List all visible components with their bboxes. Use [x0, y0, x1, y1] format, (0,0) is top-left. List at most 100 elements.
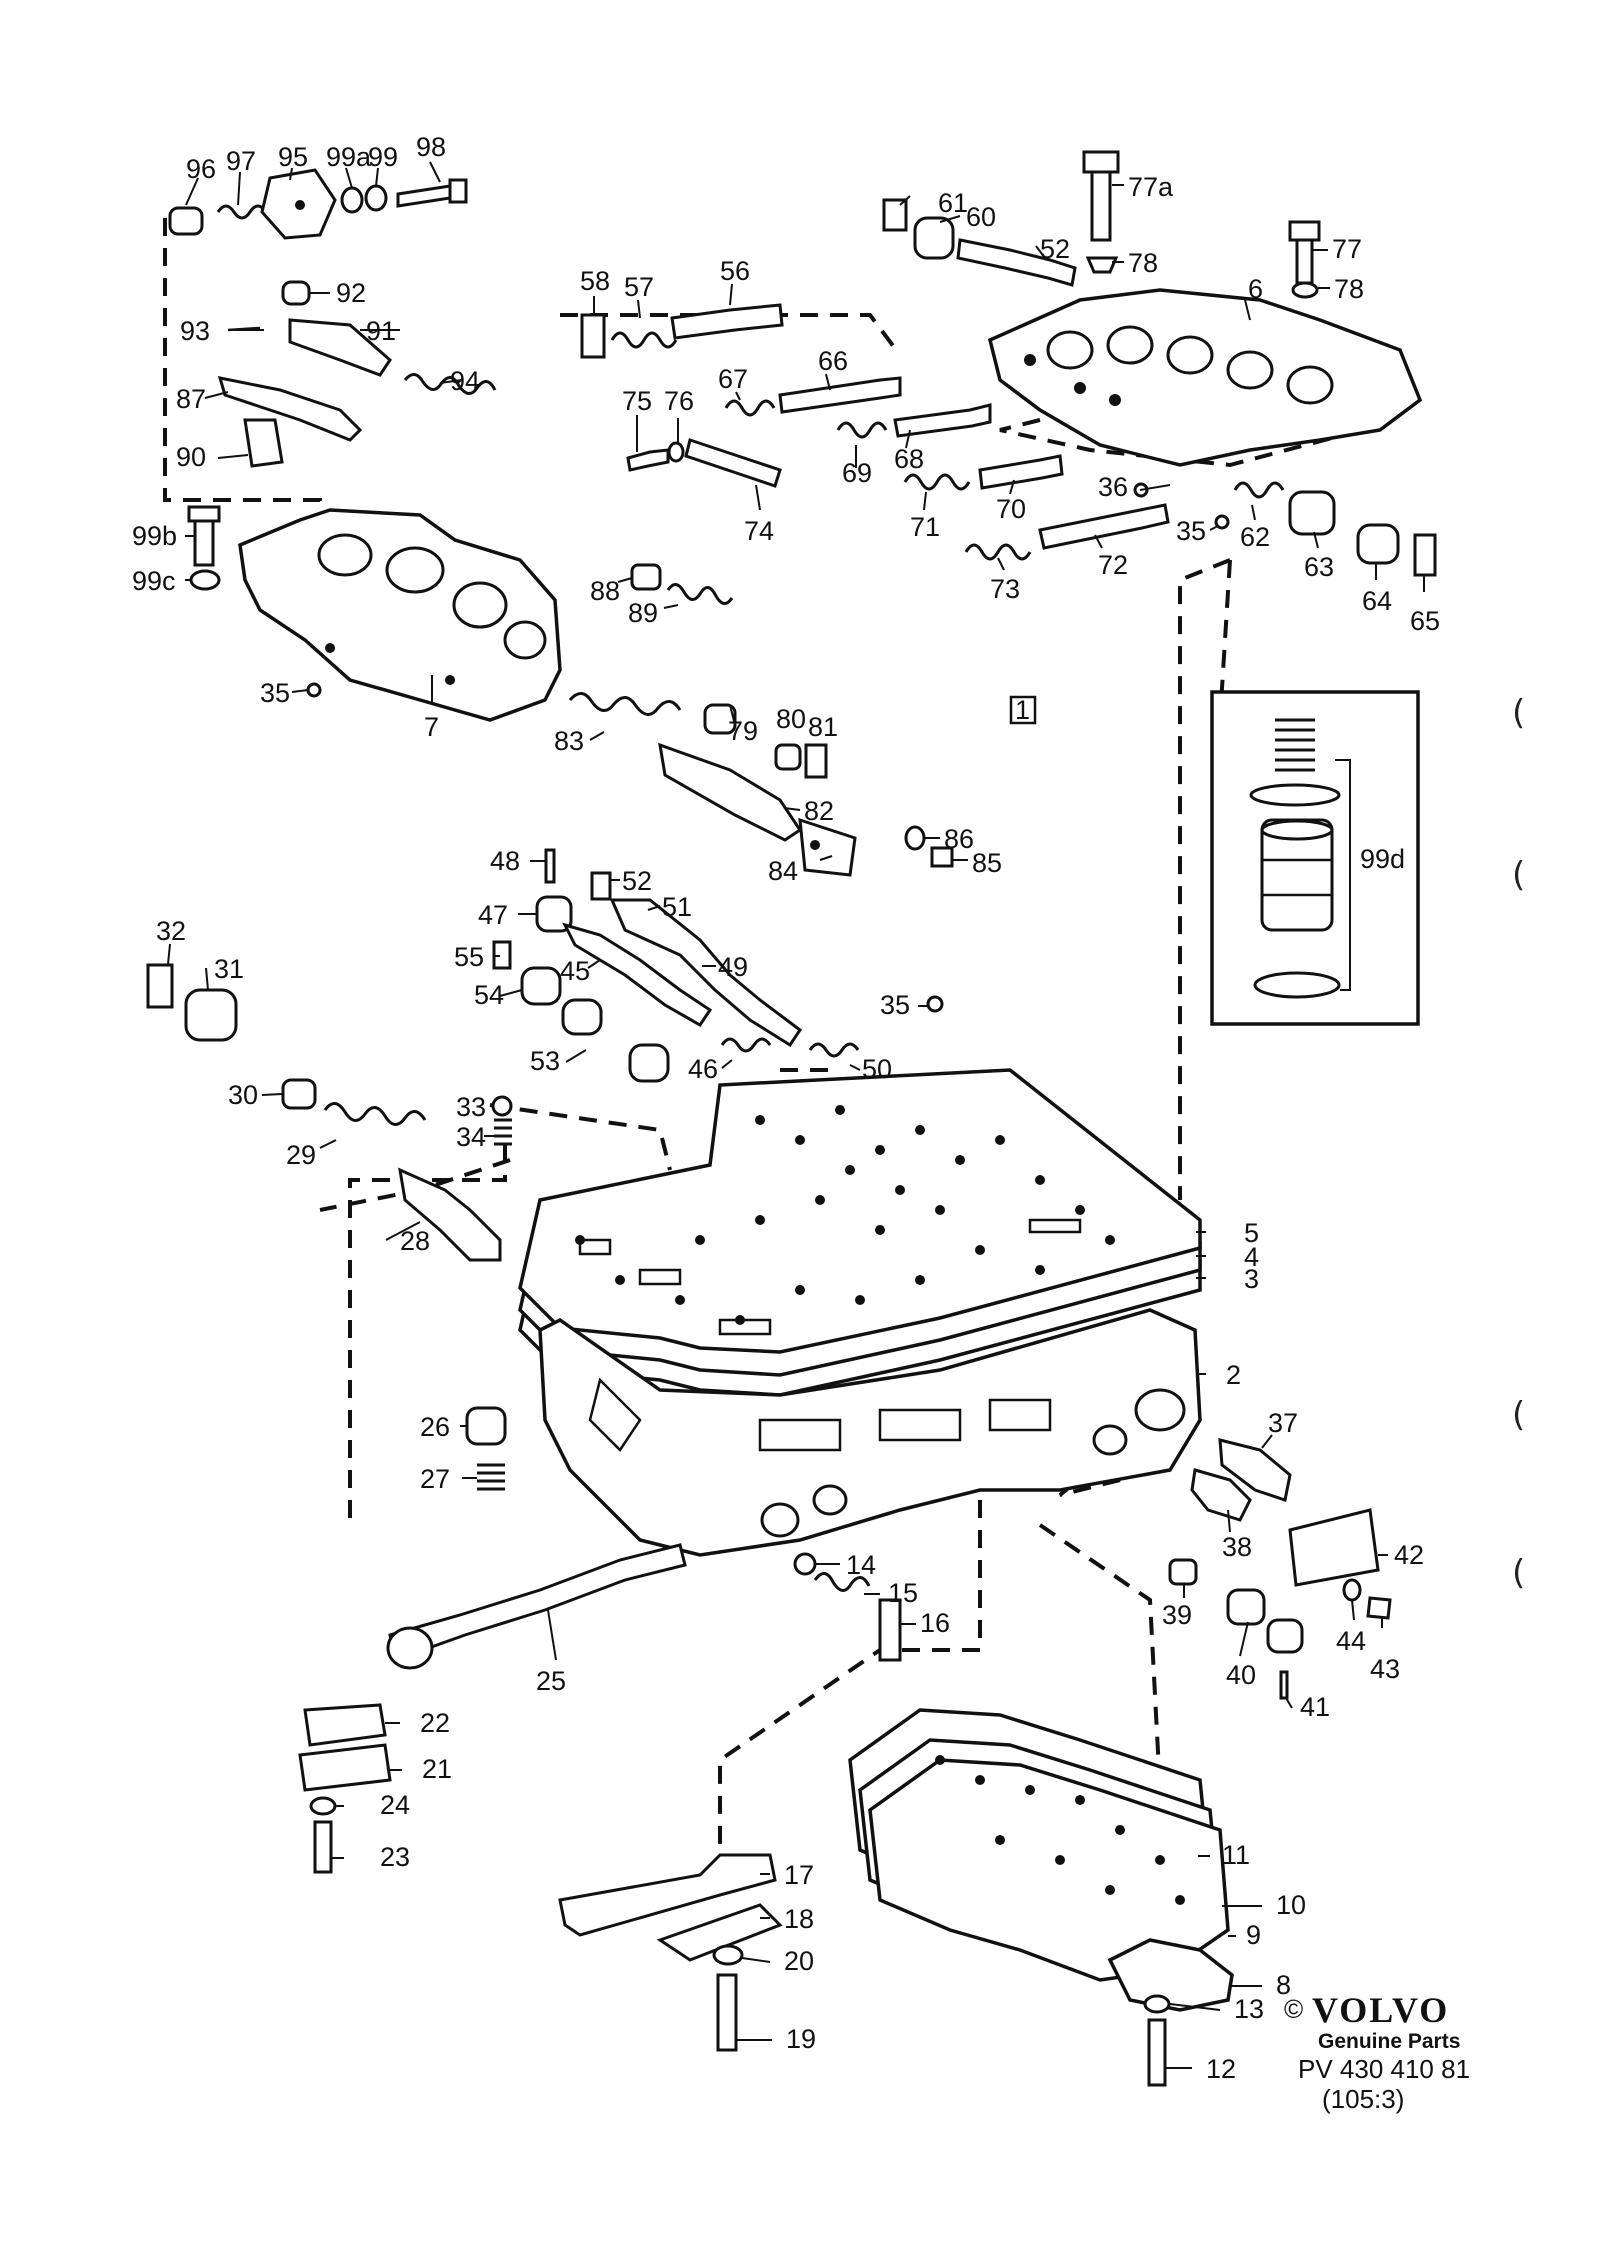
callout-35c: 35 [880, 990, 910, 1020]
callout-11: 11 [1222, 1840, 1250, 1870]
lower-left-parts [298, 1406, 902, 2052]
part-72-valve [1038, 503, 1170, 550]
part-37-valve [1218, 1438, 1292, 1502]
callout-89: 89 [628, 598, 658, 628]
callout-69: 69 [842, 458, 872, 488]
callout-57: 57 [624, 272, 654, 302]
part-26-plug [465, 1406, 507, 1446]
callout-35b: 35 [1176, 516, 1206, 546]
callout-40: 40 [1226, 1660, 1256, 1690]
callout-55: 55 [454, 942, 484, 972]
part-28-valve [398, 1167, 502, 1262]
callout-58: 58 [580, 266, 610, 296]
callout-24: 24 [380, 1790, 410, 1820]
callout-29: 29 [286, 1140, 316, 1170]
callout-91: 91 [366, 316, 396, 346]
callout-23: 23 [380, 1842, 410, 1872]
callout-92: 92 [336, 278, 366, 308]
part-60-valve [913, 216, 955, 260]
page-ref: (105:3) [1322, 2084, 1404, 2114]
callout-41: 41 [1300, 1692, 1330, 1722]
callout-73: 73 [990, 574, 1020, 604]
part-40-plug [1226, 1588, 1266, 1626]
svg-text:(: ( [1512, 1553, 1525, 1593]
upper-left-parts [168, 168, 954, 877]
part-30-plug [281, 1078, 317, 1110]
callout-81: 81 [808, 712, 838, 742]
callout-87: 87 [176, 384, 206, 414]
callout-77a: 77a [1128, 172, 1174, 202]
callout-20: 20 [784, 1946, 814, 1976]
part-62-spring [1233, 481, 1285, 499]
part-16-clip [878, 1598, 902, 1662]
brand-block: © VOLVO Genuine Parts PV 430 410 81 (105… [1284, 1990, 1470, 2114]
callout-65: 65 [1410, 606, 1440, 636]
callout-74: 74 [744, 516, 774, 546]
callout-33: 33 [456, 1092, 486, 1122]
callout-66: 66 [818, 346, 848, 376]
brand-subtitle: Genuine Parts [1318, 2030, 1460, 2053]
part-14-ball [793, 1552, 817, 1576]
callout-8: 8 [1276, 1970, 1291, 2000]
callout-53: 53 [530, 1046, 560, 1076]
callout-2: 2 [1226, 1360, 1241, 1390]
part-33-ball [491, 1095, 513, 1117]
part-65-clip [1413, 533, 1437, 577]
part-67-spring [724, 399, 776, 417]
callout-88: 88 [590, 576, 620, 606]
svg-text:(: ( [1512, 693, 1525, 733]
callout-79: 79 [728, 716, 758, 746]
callout-42: 42 [1394, 1540, 1424, 1570]
part-83-spring [568, 692, 682, 716]
callout-5: 5 [1244, 1218, 1259, 1248]
leader-lines [167, 161, 1425, 2069]
callout-60: 60 [966, 202, 996, 232]
part-77a-bolt [1090, 166, 1112, 242]
callout-30: 30 [228, 1080, 258, 1110]
part-35-ball-middle [926, 995, 944, 1013]
part-68-valve [893, 403, 992, 438]
part-99a-washer [340, 186, 364, 214]
callout-12: 12 [1206, 2054, 1236, 2084]
callout-31: 31 [214, 954, 244, 984]
part-25-valve [388, 1543, 687, 1662]
part-76-washer [667, 441, 685, 463]
callout-61: 61 [938, 188, 968, 218]
part-48-pin [544, 848, 556, 884]
part-75-bolt [626, 448, 670, 472]
part-22-gasket [303, 1703, 387, 1747]
callout-63: 63 [1304, 552, 1334, 582]
part-79-valve [703, 703, 737, 735]
callout-85: 85 [972, 848, 1002, 878]
part-56-valve [670, 303, 784, 340]
callout-86: 86 [944, 824, 974, 854]
callout-94: 94 [450, 366, 480, 396]
callout-43: 43 [1370, 1654, 1400, 1684]
part-35-ball-upper [306, 682, 322, 698]
callout-67: 67 [718, 364, 748, 394]
part-49-spring [808, 1042, 860, 1058]
part-77-bolt [1295, 236, 1314, 285]
callout-64: 64 [1362, 586, 1392, 616]
part-84-cover-plate [798, 817, 857, 877]
part-78-washer-a [1085, 256, 1119, 274]
part-31-plug [184, 988, 238, 1042]
main-valve-body [538, 1308, 1202, 1557]
callout-99: 99 [368, 142, 398, 172]
part-54-plug [520, 966, 562, 1006]
part-53-plug [561, 998, 603, 1036]
part-91-valve [288, 318, 392, 377]
callout-95: 95 [278, 142, 308, 172]
callout-22: 22 [420, 1708, 450, 1738]
callout-48: 48 [490, 846, 520, 876]
callout-62: 62 [1240, 522, 1270, 552]
callout-3: 3 [1244, 1264, 1259, 1294]
part-42-plate [1288, 1508, 1380, 1587]
part-17-lever [558, 1853, 777, 1937]
separator-plates [518, 1068, 1202, 1397]
callout-70: 70 [996, 494, 1026, 524]
part-46-spring [720, 1037, 772, 1053]
part-99-nut [364, 184, 388, 212]
callout-37: 37 [1268, 1408, 1298, 1438]
part-78-washer-b [1291, 281, 1319, 299]
